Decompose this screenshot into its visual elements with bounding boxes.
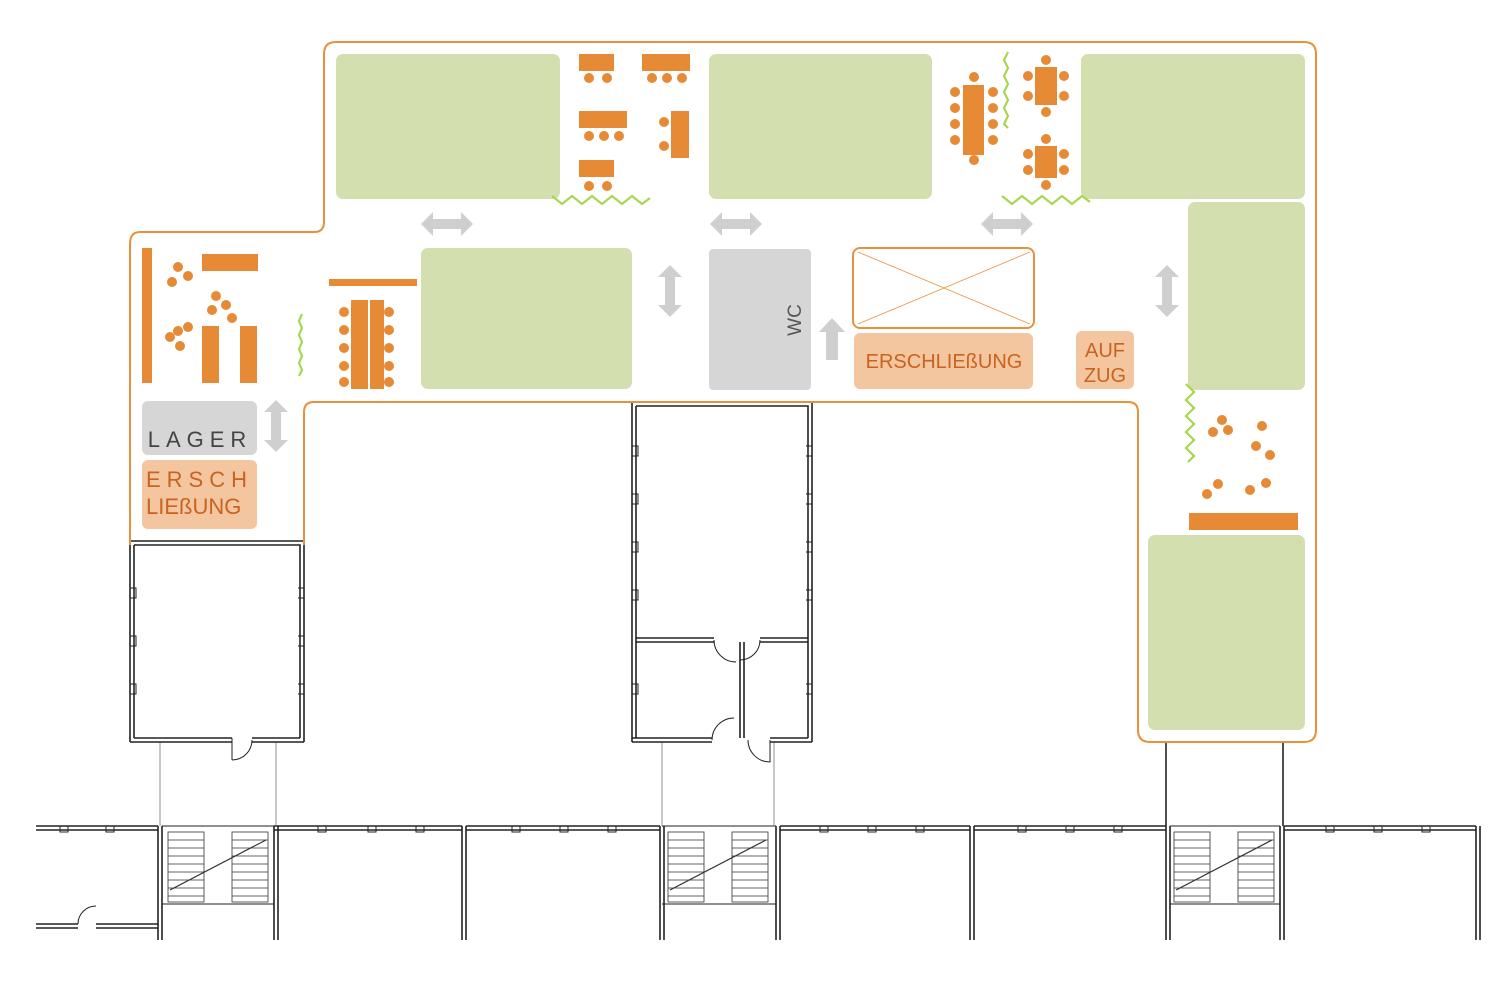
erschliessung-block — [854, 333, 1033, 389]
double-arrow-icon — [658, 265, 682, 317]
aufzug-block — [1076, 331, 1134, 389]
green-room — [1081, 54, 1305, 199]
green-room — [1148, 535, 1305, 730]
void-opening — [852, 247, 1035, 329]
lager-block — [142, 401, 257, 455]
erschliessung-left-block — [142, 460, 257, 529]
green-rooms — [336, 54, 1305, 730]
extension-outline — [129, 41, 1317, 743]
double-arrow-icon — [710, 212, 762, 236]
green-room — [421, 248, 632, 389]
green-room — [336, 54, 560, 199]
lager-label: LAGER — [148, 427, 253, 452]
double-arrow-icon — [1155, 265, 1179, 317]
erschliessung-left-line1: ERSCH — [146, 467, 253, 492]
stair-cores — [167, 831, 1275, 903]
double-arrow-icon — [264, 400, 288, 452]
green-room — [709, 54, 932, 199]
plant-zigzags — [297, 51, 1196, 463]
furniture — [142, 54, 1298, 530]
erschliessung-label: ERSCHLIEßUNG — [866, 351, 1023, 373]
green-room — [1188, 202, 1305, 390]
wc-label: WC — [785, 304, 806, 336]
wc-block — [709, 249, 811, 390]
up-arrow-icon — [819, 318, 845, 360]
aufzug-label-line2: ZUG — [1084, 365, 1126, 387]
erschliessung-left-line2: LIEßUNG — [146, 494, 241, 519]
double-arrow-icon — [981, 212, 1033, 236]
aufzug-label-line1: AUF — [1085, 340, 1125, 362]
double-arrow-icon — [421, 212, 473, 236]
